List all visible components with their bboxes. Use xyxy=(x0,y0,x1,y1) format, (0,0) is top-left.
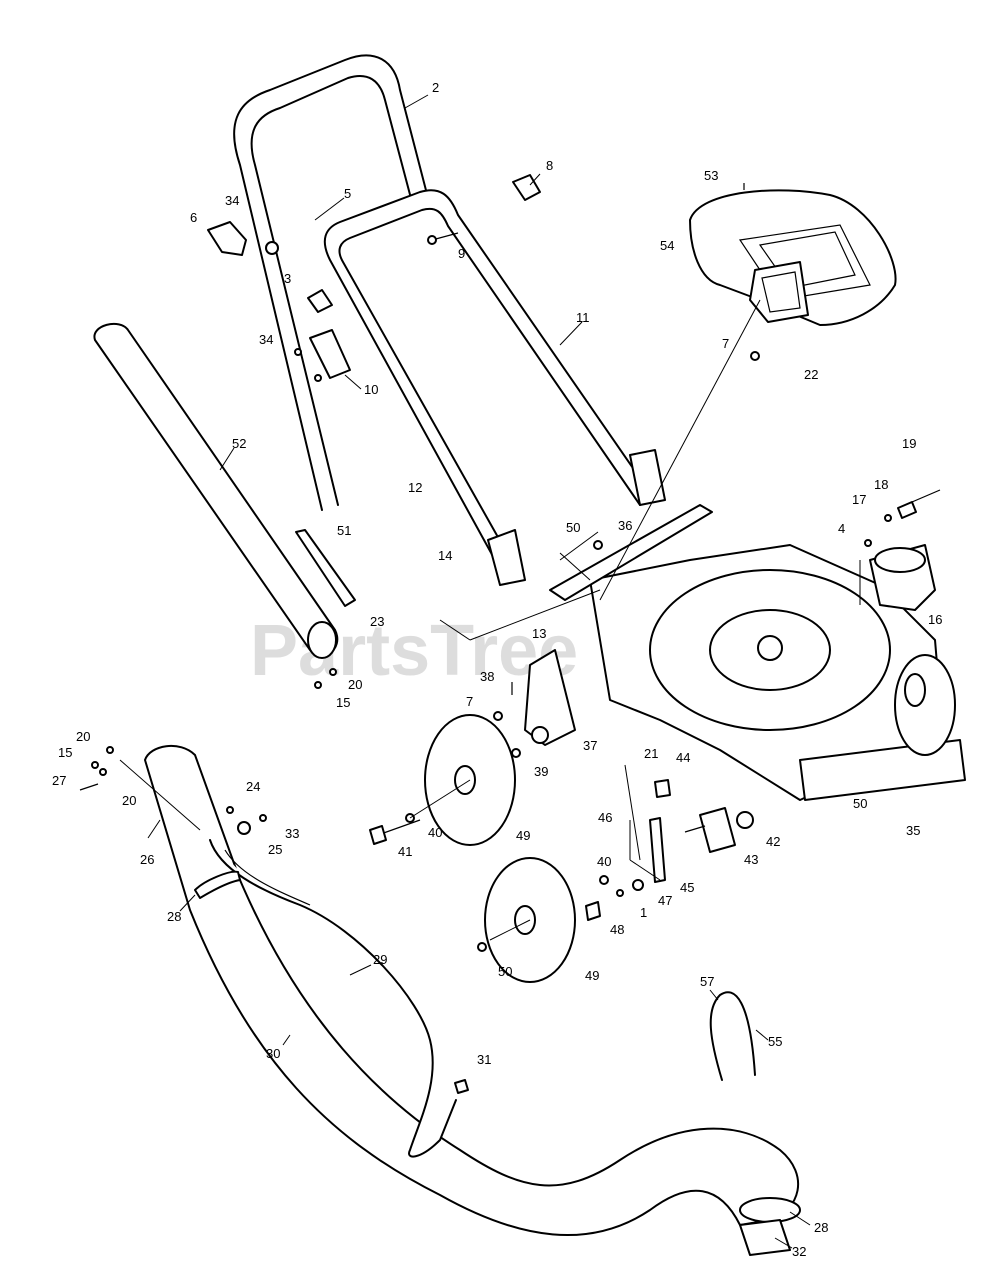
lower-handle-part[interactable] xyxy=(323,189,656,561)
tube-end-part[interactable] xyxy=(739,1219,791,1256)
rear-wheel-part[interactable] xyxy=(894,654,956,756)
callout-5: 5 xyxy=(344,186,351,201)
tube-frame-part[interactable] xyxy=(209,839,457,1158)
callout-50: 50 xyxy=(498,964,512,979)
callout-33: 33 xyxy=(285,826,299,841)
deck-housing-part[interactable] xyxy=(589,544,966,801)
front-axle-part[interactable] xyxy=(549,504,713,601)
callout-57: 57 xyxy=(700,974,714,989)
callout-44: 44 xyxy=(676,750,690,765)
callout-40: 40 xyxy=(428,825,442,840)
callout-28: 28 xyxy=(167,909,181,924)
clip-bracket-part[interactable] xyxy=(207,221,351,382)
callout-25: 25 xyxy=(268,842,282,857)
callout-21: 21 xyxy=(644,746,658,761)
callout-20: 20 xyxy=(348,677,362,692)
callout-3: 3 xyxy=(284,271,291,286)
callout-32: 32 xyxy=(792,1244,806,1259)
callout-28: 28 xyxy=(814,1220,828,1235)
bag-tube-part[interactable] xyxy=(144,744,799,1237)
callout-18: 18 xyxy=(874,477,888,492)
callout-55: 55 xyxy=(768,1034,782,1049)
callout-17: 17 xyxy=(852,492,866,507)
callout-10: 10 xyxy=(364,382,378,397)
callout-19: 19 xyxy=(902,436,916,451)
hose-clamp-part[interactable] xyxy=(194,870,801,1223)
engine-cover-part[interactable] xyxy=(689,183,897,326)
callout-49: 49 xyxy=(585,968,599,983)
callout-54: 54 xyxy=(660,238,674,253)
callout-24: 24 xyxy=(246,779,260,794)
spring-bolt-part[interactable] xyxy=(864,489,941,547)
callout-34: 34 xyxy=(225,193,239,208)
bag-hardware-part[interactable] xyxy=(79,668,469,1094)
callout-20: 20 xyxy=(76,729,90,744)
callout-31: 31 xyxy=(477,1052,491,1067)
carriage-bolt-part[interactable] xyxy=(427,232,459,245)
callout-4: 4 xyxy=(838,521,845,536)
bag-handle-part[interactable] xyxy=(709,991,756,1081)
callout-26: 26 xyxy=(140,852,154,867)
callout-43: 43 xyxy=(744,852,758,867)
callout-34: 34 xyxy=(259,332,273,347)
callout-48: 48 xyxy=(610,922,624,937)
callout-6: 6 xyxy=(190,210,197,225)
callout-41: 41 xyxy=(398,844,412,859)
callout-36: 36 xyxy=(618,518,632,533)
leader-lines xyxy=(119,94,861,1249)
tube-strap-part[interactable] xyxy=(295,529,356,607)
callout-29: 29 xyxy=(373,952,387,967)
callout-15: 15 xyxy=(58,745,72,760)
callout-42: 42 xyxy=(766,834,780,849)
callout-50: 50 xyxy=(566,520,580,535)
axle-bolt-part[interactable] xyxy=(369,813,609,952)
callout-37: 37 xyxy=(583,738,597,753)
callout-51: 51 xyxy=(337,523,351,538)
callout-47: 47 xyxy=(658,893,672,908)
callout-50: 50 xyxy=(853,796,867,811)
callout-1: 1 xyxy=(640,905,647,920)
callout-2: 2 xyxy=(432,80,439,95)
height-adjuster-part[interactable] xyxy=(585,779,754,921)
callout-35: 35 xyxy=(906,823,920,838)
callout-49: 49 xyxy=(516,828,530,843)
callout-labels: 2 8 53 34 5 6 3 9 54 11 34 10 7 22 52 19… xyxy=(52,80,942,1259)
callout-7: 7 xyxy=(466,694,473,709)
handle-bracket-part[interactable] xyxy=(487,449,666,586)
callout-27: 27 xyxy=(52,773,66,788)
callout-22: 22 xyxy=(804,367,818,382)
callout-7: 7 xyxy=(722,336,729,351)
bracket-22-part[interactable] xyxy=(749,261,809,361)
callout-53: 53 xyxy=(704,168,718,183)
callout-16: 16 xyxy=(928,612,942,627)
callout-38: 38 xyxy=(480,669,494,684)
callout-45: 45 xyxy=(680,880,694,895)
callout-8: 8 xyxy=(546,158,553,173)
blower-tube-part[interactable] xyxy=(93,322,339,659)
callout-15: 15 xyxy=(336,695,350,710)
callout-40: 40 xyxy=(597,854,611,869)
callout-9: 9 xyxy=(458,246,465,261)
callout-13: 13 xyxy=(532,626,546,641)
callout-11: 11 xyxy=(576,310,590,325)
callout-14: 14 xyxy=(438,548,452,563)
callout-30: 30 xyxy=(266,1046,280,1061)
callout-12: 12 xyxy=(408,480,422,495)
callout-39: 39 xyxy=(534,764,548,779)
callout-52: 52 xyxy=(232,436,246,451)
callout-23: 23 xyxy=(370,614,384,629)
chute-adapter-part[interactable] xyxy=(869,544,936,611)
callout-20: 20 xyxy=(122,793,136,808)
callout-46: 46 xyxy=(598,810,612,825)
